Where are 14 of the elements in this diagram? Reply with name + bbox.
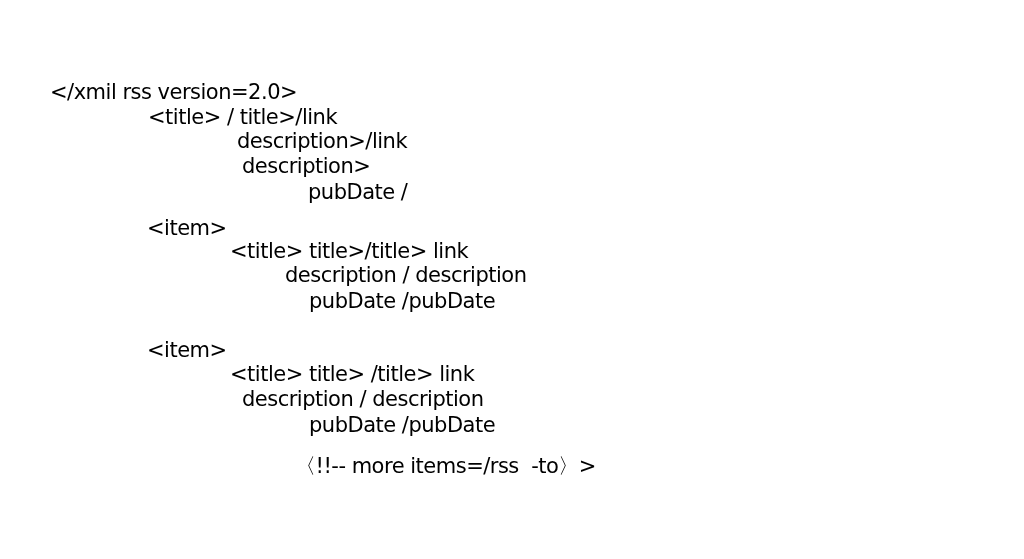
code-line: pubDate /pubDate bbox=[309, 412, 496, 438]
code-line: </xmil rss version=2.0> bbox=[50, 79, 298, 105]
code-line: <item> bbox=[147, 215, 227, 241]
code-line: <item> bbox=[147, 337, 227, 363]
code-line: <title> / title>/link bbox=[148, 104, 338, 130]
code-line: description>/link bbox=[237, 128, 408, 154]
code-line: <title> title>/title> link bbox=[230, 238, 469, 264]
code-line: 〈!!-- more items=/rss -to〉> bbox=[295, 453, 596, 479]
code-line: description / description bbox=[242, 386, 484, 412]
code-line: pubDate / bbox=[308, 179, 408, 205]
code-line: pubDate /pubDate bbox=[309, 288, 496, 314]
code-line: <title> title> /title> link bbox=[230, 361, 475, 387]
code-line: description> bbox=[242, 153, 371, 179]
code-line: description / description bbox=[285, 262, 527, 288]
